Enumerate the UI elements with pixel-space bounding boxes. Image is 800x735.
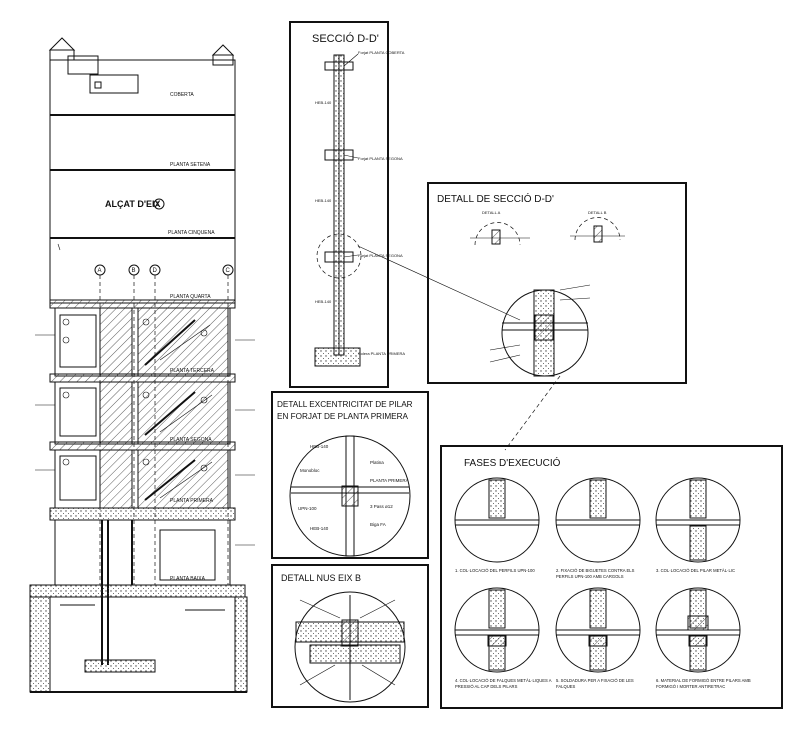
section-dd-panel: SECCIÓ D-D' Forjat PLANTA COBERTA Forjat… (289, 21, 521, 388)
section-level-label: Forjat PLANTA SEGONA (358, 253, 403, 258)
storey-tercera (54, 307, 231, 377)
slab-segona (49, 441, 236, 451)
svg-text:A: A (98, 268, 102, 274)
section-dd-title: SECCIÓ D-D' (312, 32, 379, 45)
phase-column-upper (589, 479, 607, 519)
detail-section-frame (427, 182, 687, 384)
phase-caption: 1. COL·LOCACIÓ DEL PERFILS UPN-100 (455, 568, 535, 573)
detail-excentricity-panel: DETALL EXCENTRICITAT DE PILAR EN FORJAT … (271, 391, 429, 559)
svg-text:1: 1 (156, 202, 160, 208)
section-foundation (314, 347, 361, 367)
floor-label-segona: PLANTA SEGONA (170, 437, 212, 443)
svg-text:C: C (226, 268, 231, 274)
phases-grid: 1. COL·LOCACIÓ DEL PERFILS UPN-100 2. FIX… (454, 477, 751, 689)
slab-primera (49, 507, 236, 521)
floor-label-tercera: PLANTA TERCERA (170, 368, 215, 374)
storey-segona (54, 381, 231, 445)
phase-column-upper (488, 479, 506, 519)
roof-tower-left (48, 37, 76, 51)
phase-caption: 4. COL·LOCACIÓ DE FALQUES METÀL·LIQUES A… (455, 678, 552, 689)
section-detail-callout (316, 233, 362, 279)
phase-step: 4. COL·LOCACIÓ DE FALQUES METÀL·LIQUES A… (454, 587, 552, 689)
elevation-annotations (35, 318, 255, 546)
phase-column-upper (589, 589, 607, 629)
floor-label-coberta: COBERTA (170, 92, 194, 98)
profile-label: HEB-140 (315, 299, 332, 304)
slab-tercera (49, 373, 236, 383)
floor-label-quarta: PLANTA QUARTA (170, 294, 211, 300)
phase-infill (687, 615, 709, 631)
section-level-label: Solera PLANTA PRIMERA (358, 351, 405, 356)
elevation-title: ALÇAT D'EIX (105, 199, 160, 209)
profile-label: HEB-140 (315, 100, 332, 105)
building-elevation: COBERTA PLANTA SETENA ALÇAT D'EIX 1 PLAN… (29, 37, 255, 693)
detail-excentricity-frame (271, 391, 429, 559)
basement (49, 596, 236, 693)
ground-line (29, 584, 246, 598)
phases-frame (440, 445, 783, 709)
elevation-title-marker (153, 198, 165, 210)
detail-excentricity-title-2: EN FORJAT DE PLANTA PRIMERA (277, 412, 409, 421)
section-level-label: Forjat PLANTA SEGONA (358, 156, 403, 161)
section-dd-frame (289, 21, 389, 388)
roof-storey (49, 59, 236, 116)
phase-caption: 3. COL·LOCACIÓ DEL PILAR METÀL·LIC (656, 568, 735, 573)
svg-text:UPN-100: UPN-100 (298, 506, 317, 511)
detail-nus-circle (294, 591, 406, 703)
svg-text:Platina: Platina (370, 460, 384, 465)
svg-text:HEB-140: HEB-140 (310, 444, 329, 449)
floor-label-cinquena: PLANTA CINQUENA (168, 230, 215, 236)
phases-panel: FASES D'EXECUCIÓ (440, 445, 783, 709)
detail-section-title: DETALL DE SECCIÓ D-D' (437, 192, 554, 205)
section-level-label: Forjat PLANTA COBERTA (358, 50, 405, 55)
svg-text:DETALL B: DETALL B (588, 210, 607, 215)
svg-text:D: D (153, 268, 158, 274)
phase-wedges (487, 635, 507, 647)
floor-label-baixa: PLANTA BAIXA (170, 576, 206, 582)
detail-nus-panel: DETALL NUS EIX B (271, 564, 429, 708)
phase-wedges (688, 635, 708, 647)
profile-label: HEB-140 (315, 198, 332, 203)
phase-step: 1. COL·LOCACIÓ DEL PERFILS UPN-100 (454, 477, 540, 573)
slab-quarta (49, 299, 236, 309)
svg-text:PLANTA PRIMERA: PLANTA PRIMERA (370, 478, 409, 483)
roof-tower-right (211, 44, 235, 56)
svg-text:DETALL A: DETALL A (482, 210, 501, 215)
detail-nus-frame (271, 564, 429, 708)
storey-primera (54, 449, 231, 509)
svg-text:Biga FA: Biga FA (370, 522, 386, 527)
phase-step: 3. COL·LOCACIÓ DEL PILAR METÀL·LIC (655, 477, 741, 573)
svg-text:B: B (132, 268, 136, 274)
svg-text:HEB-140: HEB-140 (310, 526, 329, 531)
floor-label-primera: PLANTA PRIMERA (170, 498, 214, 504)
detail-section-panel: DETALL DE SECCIÓ D-D' DETALL A DETALL B (427, 182, 687, 384)
svg-text:Monobloc: Monobloc (300, 468, 320, 473)
floor-label-setena: PLANTA SETENA (170, 162, 211, 168)
footing (84, 659, 156, 673)
phase-column-upper (689, 479, 707, 519)
phase-wedges (588, 635, 608, 647)
detail-excentricity-title-1: DETALL EXCENTRICITAT DE PILAR (277, 400, 413, 409)
detail-nus-title: DETALL NUS EIX B (281, 573, 361, 583)
phase-column-upper (488, 589, 506, 629)
phases-title: FASES D'EXECUCIÓ (464, 456, 561, 469)
svg-text:3 Pass ø12: 3 Pass ø12 (370, 504, 393, 509)
phase-column-lower (689, 525, 707, 561)
